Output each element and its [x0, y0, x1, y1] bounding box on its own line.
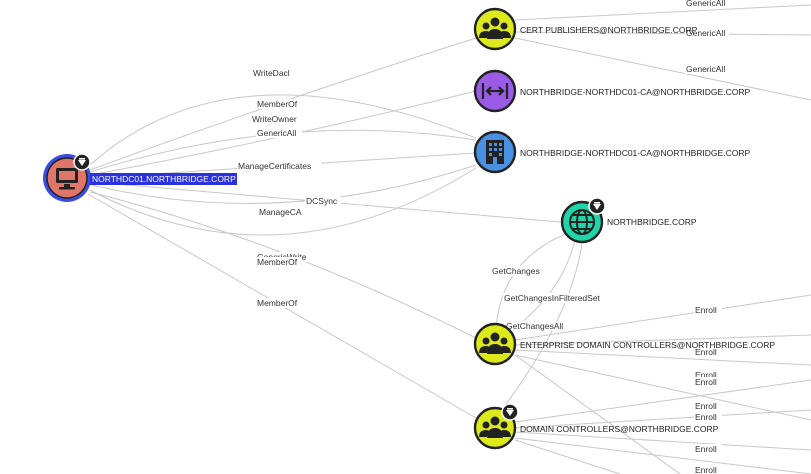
edge-label-getchangesall[interactable]: GetChangesAll [506, 321, 563, 331]
node-cert-publishers-label: CERT PUBLISHERS@NORTHBRIDGE.CORP [520, 25, 698, 35]
edge-enroll-7[interactable] [514, 431, 811, 451]
edge-label-memberof-3[interactable]: MemberOf [257, 298, 298, 308]
edge-manageca[interactable] [91, 164, 477, 204]
group-icon [479, 416, 511, 438]
edge-edc-dc[interactable] [514, 354, 681, 474]
edge-dc-extra[interactable] [514, 439, 621, 474]
tier-zero-badge-icon [588, 197, 606, 215]
building-icon [486, 140, 504, 164]
edge-getchanges[interactable] [495, 231, 571, 331]
edge-cert-genericall-low[interactable] [514, 37, 811, 101]
group-icon [479, 332, 511, 354]
edge-label-dcsync[interactable]: DCSync [306, 196, 338, 206]
edge-label-getchangesinfilteredset[interactable]: GetChangesInFilteredSet [504, 293, 601, 303]
node-domain-controllers[interactable]: DOMAIN CONTROLLERS@NORTHBRIDGE.CORP [473, 403, 719, 450]
globe-icon [569, 209, 595, 235]
node-edc-label: ENTERPRISE DOMAIN CONTROLLERS@NORTHBRIDG… [520, 340, 775, 350]
edge-label-genericall-low[interactable]: GenericAll [686, 64, 725, 74]
edge-enroll-2[interactable] [514, 334, 811, 346]
edge-label-enroll-1[interactable]: Enroll [695, 305, 717, 315]
edge-genericwrite[interactable] [89, 167, 477, 236]
edge-label-enroll-8[interactable]: Enroll [695, 465, 717, 474]
edge-label-genericall[interactable]: GenericAll [257, 128, 296, 138]
computer-icon [56, 168, 78, 190]
edge-enroll-6[interactable] [514, 409, 811, 429]
node-computer-label-highlight [90, 173, 237, 185]
edge-cert-genericall-top[interactable] [514, 4, 811, 21]
edge-label-enroll-3[interactable]: Enroll [695, 370, 717, 380]
node-enterprise-ca-label: NORTHBRIDGE-NORTHDC01-CA@NORTHBRIDGE.COR… [520, 87, 750, 97]
edge-enroll-4[interactable] [514, 354, 811, 421]
tier-zero-badge-icon [73, 153, 91, 171]
node-root-ca-label: NORTHBRIDGE-NORTHDC01-CA@NORTHBRIDGE.COR… [520, 148, 750, 158]
edge-enroll-1[interactable] [514, 294, 811, 341]
edge-label-memberof-2[interactable]: MemberOf [257, 257, 298, 267]
edge-label-writedacl[interactable]: WriteDacl [253, 68, 290, 78]
node-root-ca[interactable]: NORTHBRIDGE-NORTHDC01-CA@NORTHBRIDGE.COR… [473, 130, 750, 174]
edge-writedacl[interactable] [89, 94, 477, 166]
edge-label-manageca[interactable]: ManageCA [259, 207, 302, 217]
edge-label-memberof[interactable]: MemberOf [257, 99, 298, 109]
edge-enroll-8[interactable] [514, 437, 811, 474]
edge-enroll-3[interactable] [514, 349, 811, 366]
node-dc-label: DOMAIN CONTROLLERS@NORTHBRIDGE.CORP [520, 424, 719, 434]
node-computer-label: NORTHDC01.NORTHBRIDGE.CORP [92, 174, 236, 184]
node-domain-label: NORTHBRIDGE.CORP [607, 217, 697, 227]
tier-zero-badge-icon [501, 403, 519, 421]
edge-label-managecertificates[interactable]: ManageCertificates [238, 161, 311, 171]
node-cert-publishers[interactable]: CERT PUBLISHERS@NORTHBRIDGE.CORP [473, 7, 698, 51]
node-computer[interactable]: NORTHDC01.NORTHBRIDGE.CORP [43, 153, 237, 202]
group-icon [479, 17, 511, 39]
node-enterprise-ca[interactable]: NORTHBRIDGE-NORTHDC01-CA@NORTHBRIDGE.COR… [473, 69, 750, 113]
edge-label-genericall-top[interactable]: GenericAll [686, 0, 725, 8]
node-enterprise-domain-controllers[interactable]: ENTERPRISE DOMAIN CONTROLLERS@NORTHBRIDG… [473, 322, 775, 366]
edges [87, 4, 811, 474]
edge-labels: WriteDacl MemberOf WriteOwner GenericAll… [237, 0, 729, 474]
node-domain[interactable]: NORTHBRIDGE.CORP [560, 197, 697, 244]
edge-label-enroll-5[interactable]: Enroll [695, 401, 717, 411]
edge-label-writeowner[interactable]: WriteOwner [252, 114, 297, 124]
edge-cert-genericall-mid[interactable] [514, 31, 811, 36]
enterprise-ca-icon [481, 83, 509, 99]
edge-label-genericall-mid[interactable]: GenericAll [686, 28, 725, 38]
edge-label-enroll-2[interactable]: Enroll [695, 347, 717, 357]
edge-label-enroll-7[interactable]: Enroll [695, 444, 717, 454]
edge-label-getchanges[interactable]: GetChanges [492, 266, 540, 276]
edge-enroll-5[interactable] [514, 379, 811, 423]
edge-label-enroll-4[interactable]: Enroll [695, 377, 717, 387]
edge-label-enroll-6[interactable]: Enroll [695, 412, 717, 422]
